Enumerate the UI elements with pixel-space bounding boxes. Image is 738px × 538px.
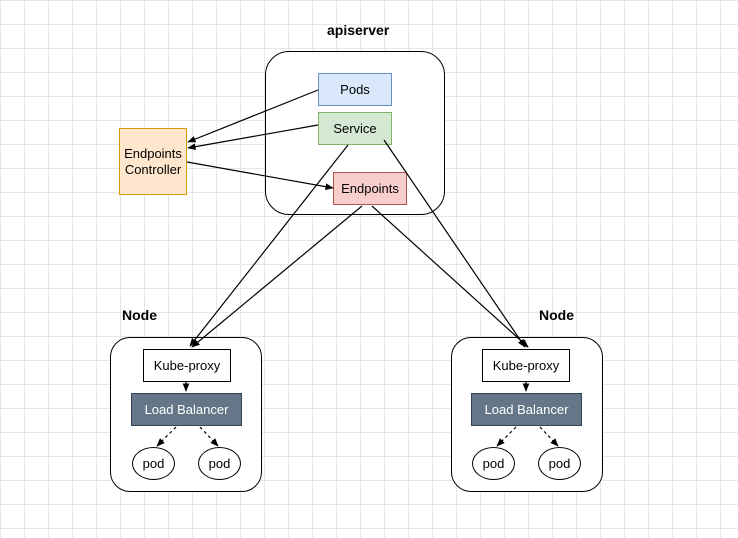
node-right-pod-2: pod xyxy=(538,447,581,480)
node-right-kube-proxy: Kube-proxy xyxy=(482,349,570,382)
apiserver-title: apiserver xyxy=(327,22,390,38)
edge-endpoints-to-left-proxy xyxy=(191,205,363,348)
node-left-kube-proxy: Kube-proxy xyxy=(143,349,231,382)
endpoints-controller-box: Endpoints Controller xyxy=(119,128,187,195)
node-left-pod-2: pod xyxy=(198,447,241,480)
node-left-pod-1: pod xyxy=(132,447,175,480)
pods-box: Pods xyxy=(318,73,392,106)
node-left-title: Node xyxy=(122,307,157,323)
node-right-load-balancer: Load Balancer xyxy=(471,393,582,426)
edge-endpoints-to-right-proxy xyxy=(371,205,529,348)
node-right-pod-1: pod xyxy=(472,447,515,480)
endpoints-box: Endpoints xyxy=(333,172,407,205)
node-right-title: Node xyxy=(539,307,574,323)
service-box: Service xyxy=(318,112,392,145)
node-left-load-balancer: Load Balancer xyxy=(131,393,242,426)
